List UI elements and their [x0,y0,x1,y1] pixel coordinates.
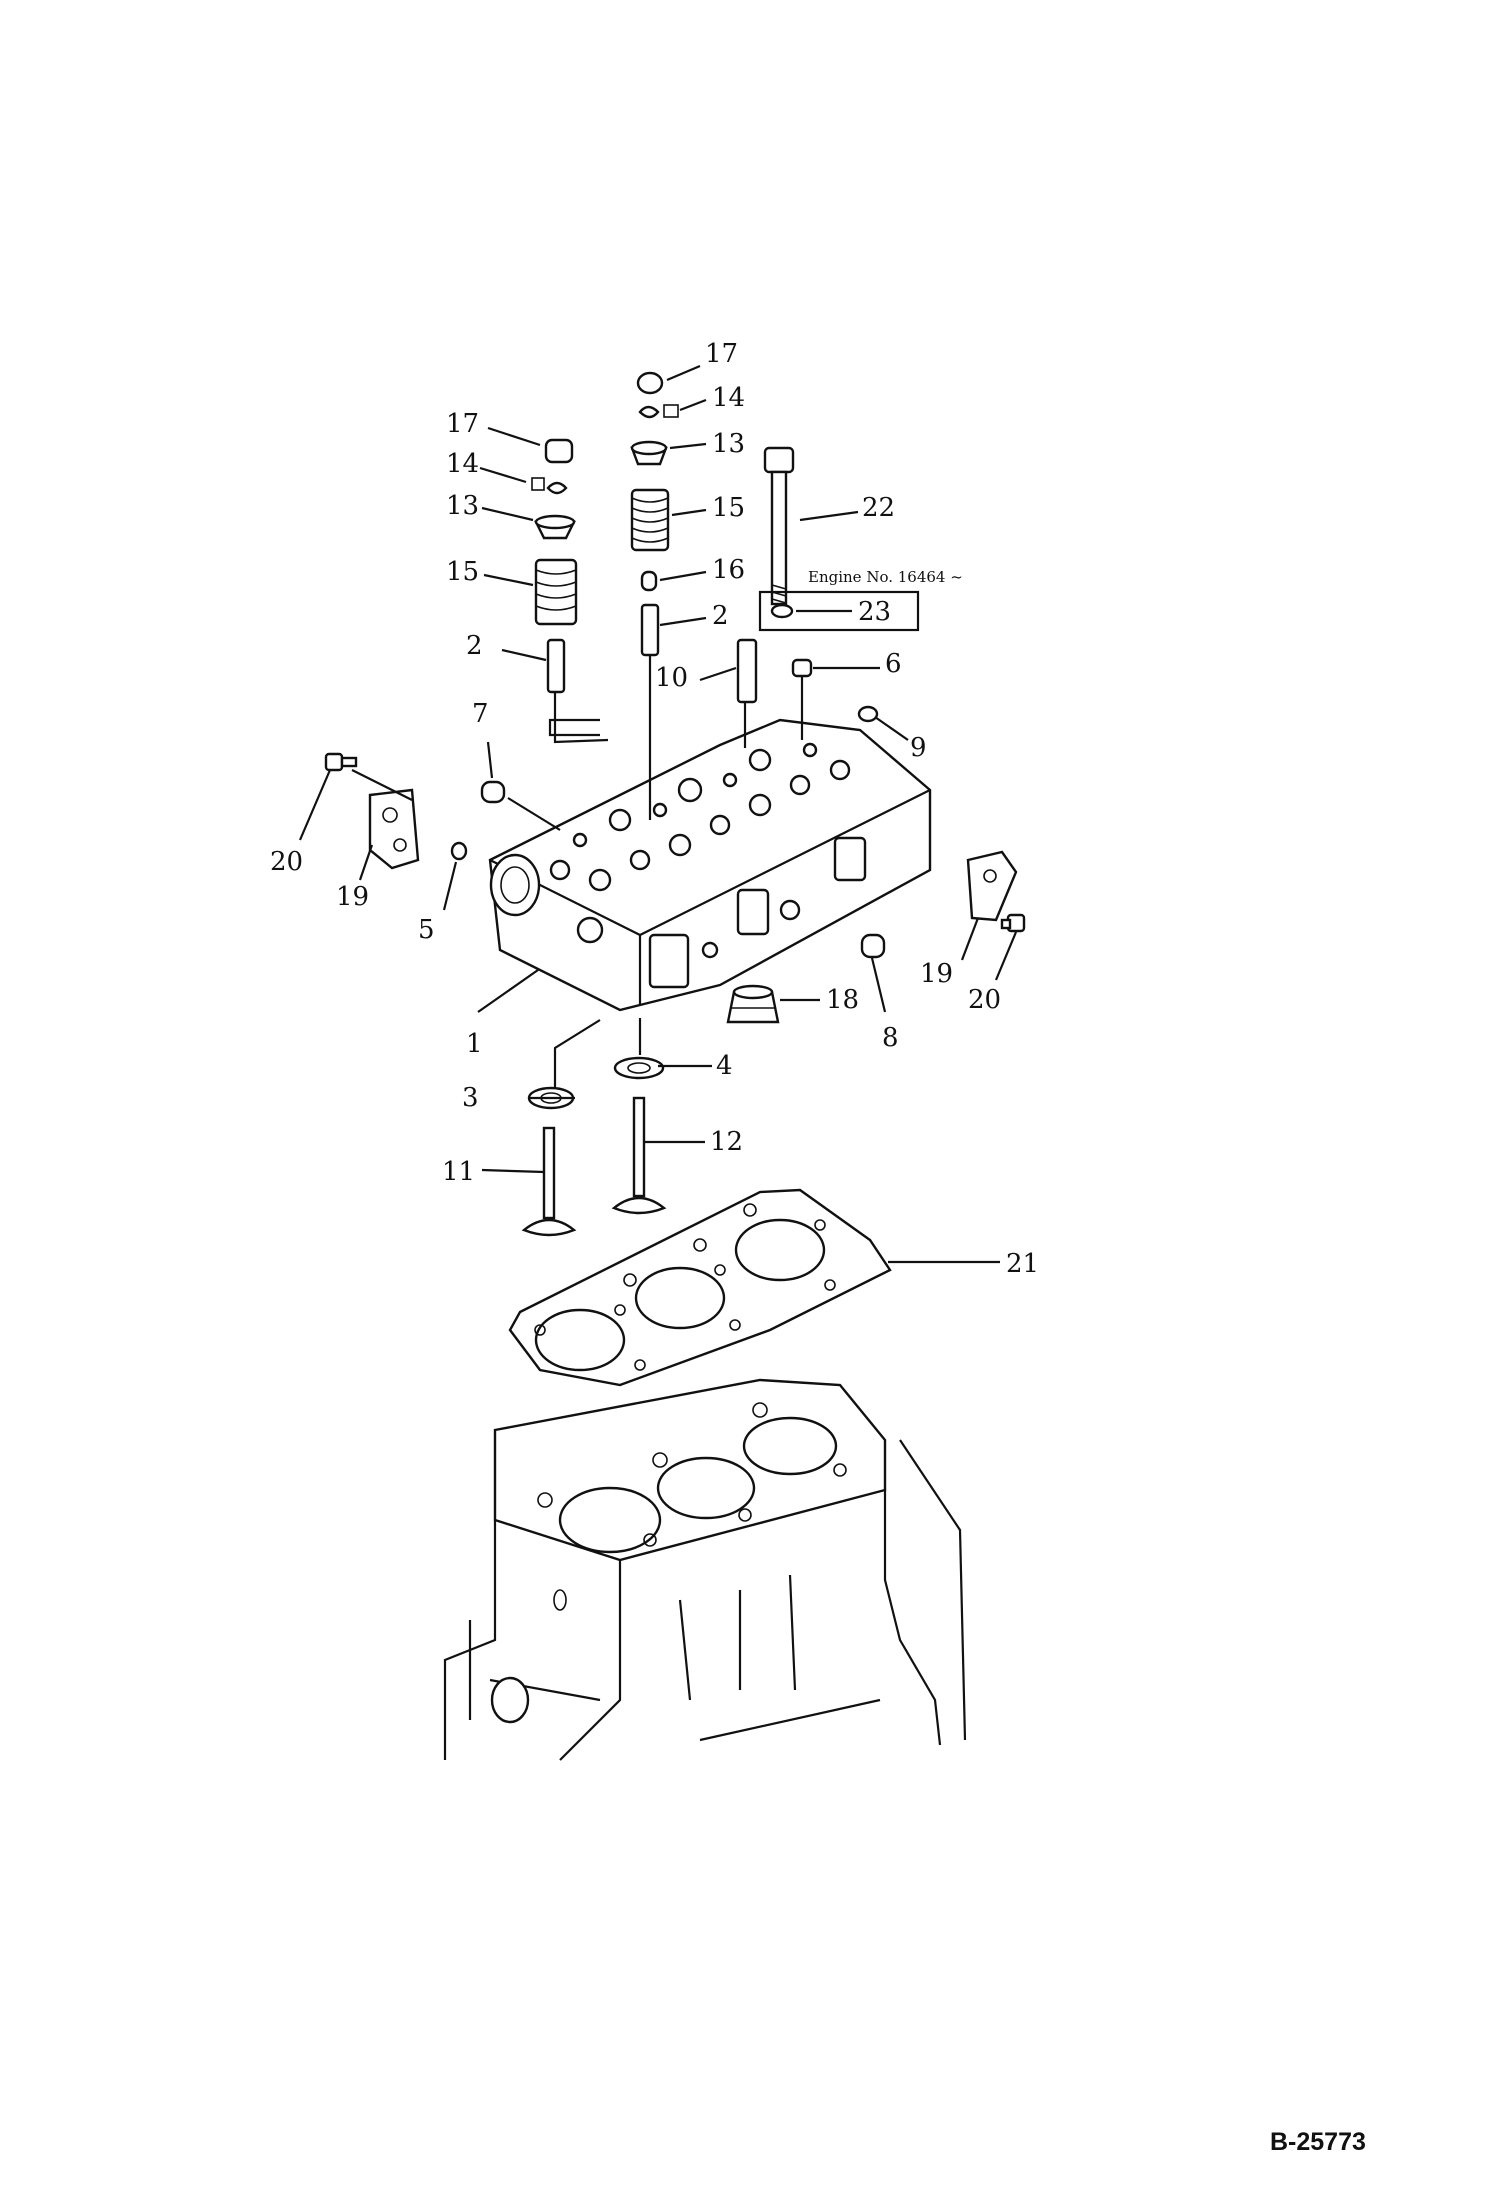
collet-14-left-half [531,477,545,491]
leader-lines [298,364,1018,1264]
engine-number-note: Engine No. 16464 ~ [808,568,963,586]
plug-7 [480,780,506,804]
head-top-holes [549,742,851,892]
collet-14 [638,405,660,419]
callout-8: 8 [882,1023,899,1053]
cap-18 [726,984,780,1024]
plug-6 [791,658,813,678]
engine-number-box [758,590,920,632]
valve-guide-2-left [546,638,566,694]
callout-2-left: 2 [466,631,483,661]
cylinder-block [443,1378,967,1761]
bracket-19-left [368,788,420,870]
callout-21: 21 [1006,1249,1039,1279]
bracket-19-left-hole2 [393,838,407,852]
bracket-19-left-hole [382,807,398,823]
callout-19-left: 19 [336,882,369,912]
callout-2-right: 2 [712,601,729,631]
callout-17-right: 17 [705,339,738,369]
collet-14-half [663,404,679,418]
callout-13-right: 13 [712,429,745,459]
head-bolt-22 [763,446,795,606]
bolt-20-left [324,752,358,772]
callout-5: 5 [418,915,435,945]
callout-17-left: 17 [446,409,479,439]
callout-15-left: 15 [446,557,479,587]
valve-stack-left [531,438,578,694]
callout-15-right: 15 [712,493,745,523]
callout-7: 7 [472,699,489,729]
valve-cap-17 [636,371,664,395]
bolt-20-right [1000,913,1026,933]
callout-23: 23 [858,597,891,627]
retainer-left-top [534,514,576,530]
plug-5 [450,841,468,861]
seat-ring-4 [613,1056,665,1080]
callout-1: 1 [466,1029,483,1059]
callout-3: 3 [462,1083,479,1113]
valve-12 [611,1096,667,1215]
head-gasket-21 [508,1188,892,1387]
callout-9: 9 [910,733,927,763]
callout-20-right: 20 [968,985,1001,1015]
callout-20-left: 20 [270,847,303,877]
valve-stack-right [630,371,679,657]
valve-spring-15 [630,488,670,552]
callout-12: 12 [710,1127,743,1157]
callout-19-right: 19 [920,959,953,989]
plug-9 [857,705,879,723]
stem-seal-16 [640,570,658,592]
collet-14-left [546,481,568,495]
washer-23 [770,603,794,619]
bracket-19-right [966,850,1018,922]
callout-4: 4 [716,1051,733,1081]
callout-14-right: 14 [712,383,745,413]
dowel-10 [736,638,758,704]
callout-11: 11 [442,1157,475,1187]
valve-spring-15-left [534,558,578,626]
callouts: 17 14 13 15 16 2 22 23 17 14 13 15 2 10 … [270,339,1039,1279]
callout-16: 16 [712,555,745,585]
callout-13-left: 13 [446,491,479,521]
callout-10: 10 [655,663,688,693]
retainer-top [630,440,668,456]
bracket-19-right-hole [983,869,997,883]
block-holes [490,1402,847,1724]
gasket-holes [534,1203,836,1371]
drawing-code: B-25773 [1270,2128,1366,2156]
valve-cap-17-left [544,438,574,464]
valve-guide-2-right [640,603,660,657]
callout-6: 6 [885,649,902,679]
callout-14-left: 14 [446,449,479,479]
plug-8 [860,933,886,959]
callout-22: 22 [862,493,895,523]
valve-11 [521,1126,577,1237]
callout-18: 18 [826,985,859,1015]
head-ports [489,836,867,989]
cylinder-head-1 [488,718,932,1012]
